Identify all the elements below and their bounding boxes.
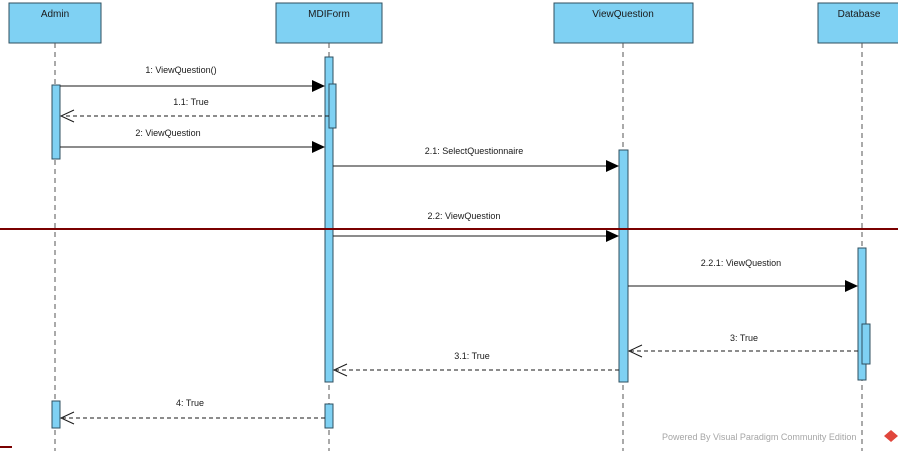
message-2-arrowhead [312,141,325,153]
message-1-label: 1: ViewQuestion() [145,65,216,75]
message-1-1-arrowhead [59,109,75,123]
message-2-2-label: 2.2: ViewQuestion [428,211,501,221]
activation-admin-1[interactable] [51,84,61,160]
message-3-arrowhead [627,344,643,358]
activation-viewquestion[interactable] [618,149,629,383]
activation-database-nested[interactable] [861,323,871,365]
visual-paradigm-logo-icon [884,430,898,442]
lifeline-mdiform[interactable]: MDIForm [275,2,383,44]
lifeline-admin-box[interactable] [8,2,102,44]
activation-admin-2[interactable] [51,400,61,429]
lifeline-database-box[interactable] [817,2,898,44]
message-3-1-label: 3.1: True [454,351,490,361]
message-3-1-arrowhead [332,363,348,377]
message-3-label: 3: True [730,333,758,343]
lifeline-database[interactable]: Database [817,2,898,44]
lifeline-viewquestion[interactable]: ViewQuestion [553,2,694,44]
watermark-text: Powered By Visual Paradigm Community Edi… [662,432,856,442]
message-2-1-label: 2.1: SelectQuestionnaire [425,146,524,156]
activation-mdiform-nested[interactable] [328,83,337,129]
lifeline-viewquestion-title: ViewQuestion [592,9,654,20]
message-4-label: 4: True [176,398,204,408]
message-2-2-1-arrowhead [845,280,858,292]
activation-mdiform-1[interactable] [324,56,334,383]
watermark: Powered By Visual Paradigm Community Edi… [662,430,898,442]
lifeline-admin-title: Admin [41,9,69,20]
activation-database[interactable] [857,247,867,381]
lifeline-admin[interactable]: Admin [8,2,102,44]
lifeline-database-title: Database [838,9,881,20]
message-2-1-arrowhead [606,160,619,172]
message-2-label: 2: ViewQuestion [135,128,200,138]
lifeline-mdiform-box[interactable] [275,2,383,44]
message-2-2-1-label: 2.2.1: ViewQuestion [701,258,781,268]
message-4-arrowhead [59,411,75,425]
activation-mdiform-2[interactable] [324,403,334,429]
message-2-2-arrowhead [606,230,619,242]
lifeline-viewquestion-box[interactable] [553,2,694,44]
message-1-arrowhead [312,80,325,92]
lifeline-mdiform-title: MDIForm [308,9,350,20]
message-1-1-label: 1.1: True [173,97,209,107]
